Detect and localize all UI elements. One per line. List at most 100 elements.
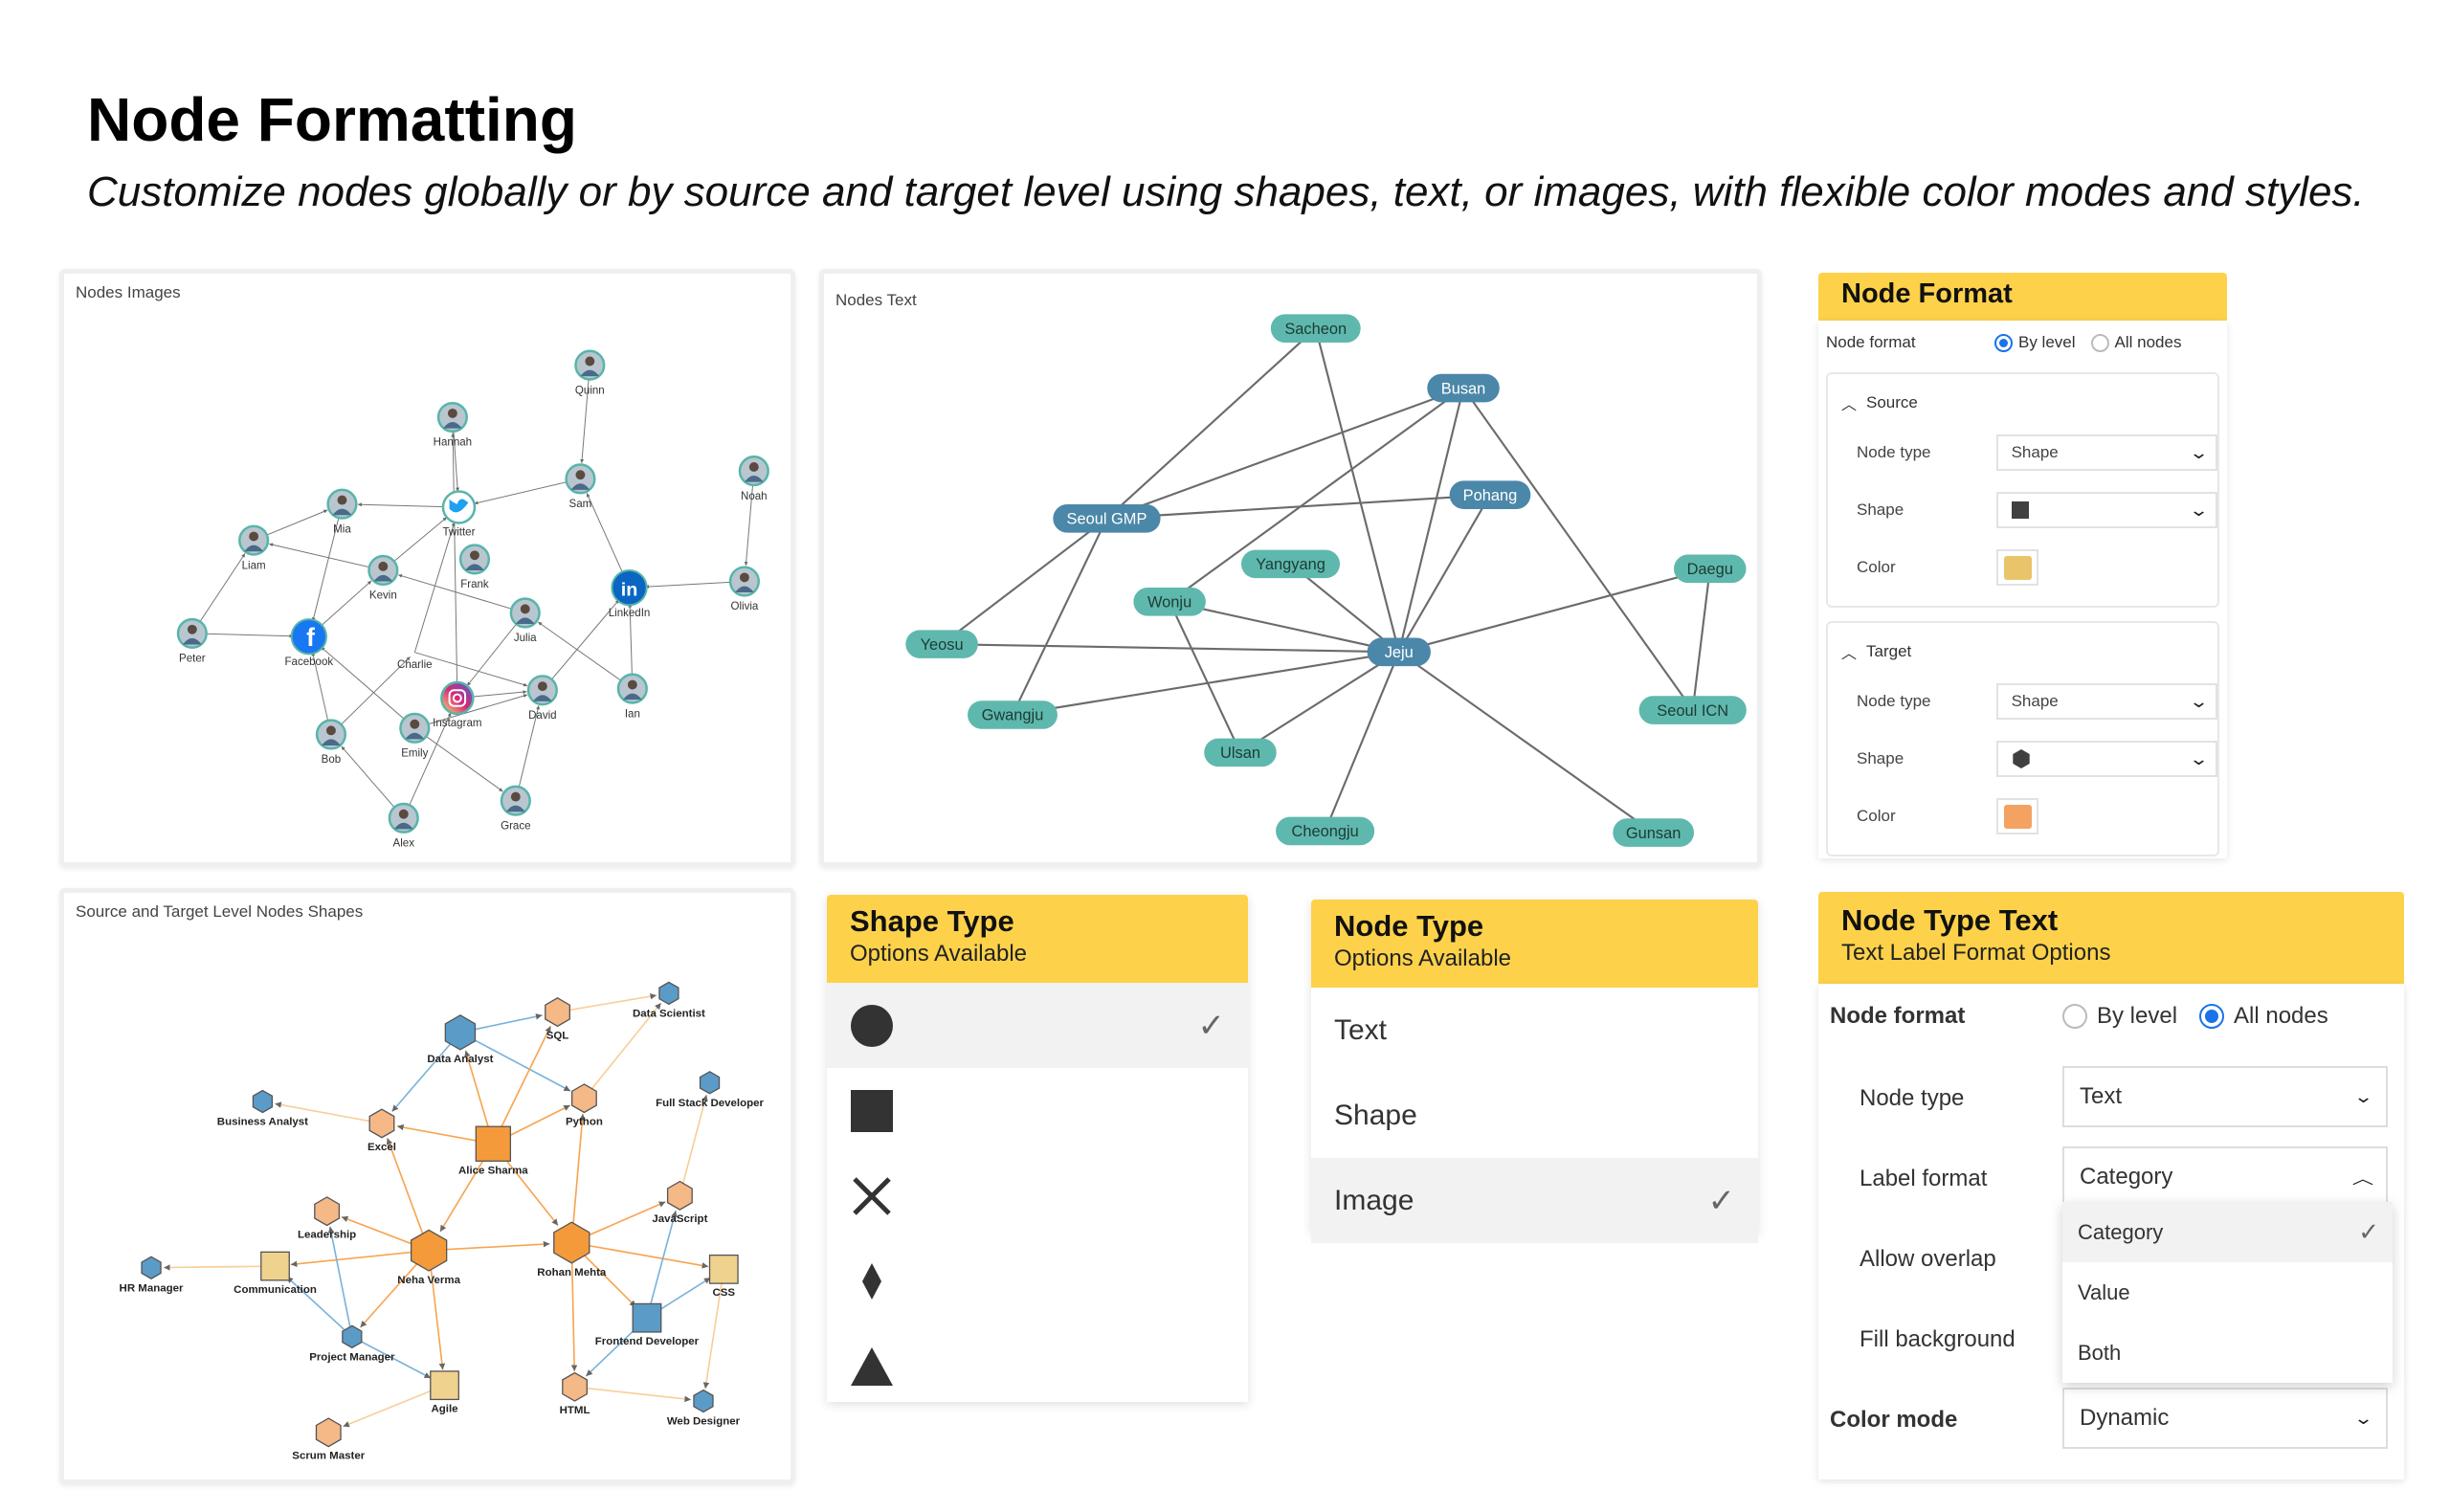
label-format-options: Category✓ Value Both — [2062, 1202, 2393, 1383]
graph-edge — [414, 694, 528, 729]
avatar-body — [515, 617, 535, 625]
radio-by-level[interactable]: By level — [2062, 997, 2177, 1035]
graph-node: Julia — [509, 597, 541, 644]
node-label: Twitter — [442, 527, 475, 539]
radio-by-level[interactable]: By level — [1994, 333, 2076, 352]
node-type-option-image[interactable]: Image✓ — [1311, 1158, 1758, 1243]
node-label: Busan — [1441, 380, 1486, 397]
node-pill — [1674, 554, 1747, 584]
graph-edge — [341, 745, 405, 819]
shape-option-cross[interactable] — [827, 1153, 1248, 1238]
graph-edge — [1691, 568, 1711, 711]
instagram-lens — [452, 693, 462, 703]
graph-edge — [1012, 518, 1108, 716]
shape-option-circle[interactable]: ✓ — [827, 983, 1248, 1068]
graph-edge — [290, 1249, 430, 1268]
radio-all-nodes[interactable]: All nodes — [2199, 997, 2328, 1035]
label-format-option-category[interactable]: Category✓ — [2062, 1202, 2393, 1262]
graph-edge — [537, 621, 634, 690]
cross-icon — [853, 1176, 891, 1215]
checkmark-icon: ✓ — [1197, 1007, 1226, 1044]
graph-node: Ulsan — [1204, 738, 1277, 767]
avatar-head — [748, 462, 759, 472]
graph-node: Frontend Developer — [595, 1302, 700, 1347]
graph-node: Cheongju — [1276, 816, 1375, 846]
node-type-option-shape[interactable]: Shape — [1311, 1073, 1758, 1158]
chevron-down-icon: ⌄ — [2188, 748, 2210, 768]
shape-option-triangle[interactable] — [827, 1323, 1248, 1409]
source-color-picker[interactable] — [1996, 549, 2038, 586]
graph-node: Full Stack Developer — [656, 1071, 764, 1109]
field-label: Fill background — [1860, 1326, 2016, 1352]
source-node-type-dropdown[interactable]: Shape⌄ — [1995, 434, 2217, 471]
graph-node: Grace — [500, 785, 531, 832]
graph-edge — [557, 992, 657, 1013]
graph-node: Seoul GMP — [1053, 504, 1161, 533]
panel-title: Source and Target Level Nodes Shapes — [76, 902, 364, 921]
circle-icon — [851, 1004, 893, 1047]
graph-edge — [580, 365, 590, 463]
avatar-head — [739, 572, 749, 583]
field-label: Label format — [1860, 1166, 1988, 1191]
radio-label: All nodes — [2234, 1003, 2328, 1029]
radio-label: By level — [2097, 1003, 2178, 1029]
node-label: Charlie — [397, 659, 433, 671]
node-label: Yeosu — [921, 636, 964, 654]
graph-node: Pohang — [1449, 480, 1531, 509]
node-pill — [1427, 373, 1500, 403]
graph-edge — [429, 1240, 550, 1252]
graph-edge — [1239, 651, 1400, 754]
source-header[interactable]: ︿Source — [1828, 382, 2217, 424]
avatar-head — [575, 470, 586, 480]
shape-option-square[interactable] — [827, 1068, 1248, 1153]
avatar-body — [373, 574, 393, 582]
graph-node: Olivia — [728, 566, 760, 612]
graph-edge — [1398, 567, 1711, 654]
graph-edge — [571, 1241, 709, 1269]
node-type-dropdown[interactable]: Text⌄ — [2062, 1066, 2388, 1127]
hexagon-node — [141, 1256, 162, 1279]
node-label: Scrum Master — [292, 1451, 365, 1462]
page-title: Node Formatting — [87, 85, 577, 154]
shape-type-subtitle: Options Available — [850, 941, 1028, 967]
option-label: Shape — [1334, 1099, 1417, 1131]
radio-all-nodes[interactable]: All nodes — [2090, 333, 2181, 352]
facebook-glyph: f — [306, 623, 315, 652]
field-label: Node type — [1857, 443, 1931, 461]
graph-node: Quinn — [574, 349, 606, 396]
target-shape-dropdown[interactable]: ⌄ — [1995, 741, 2217, 777]
graph-edge — [744, 471, 755, 567]
node-label: Grace — [501, 820, 530, 832]
graph-node: Data Analyst — [427, 1014, 494, 1065]
square-icon — [851, 1089, 893, 1132]
target-header[interactable]: ︿Target — [1828, 631, 2217, 673]
label-format-option-both[interactable]: Both — [2062, 1323, 2393, 1383]
node-pill — [1240, 549, 1341, 579]
graph-edge — [397, 573, 525, 613]
node-label: HR Manager — [120, 1282, 184, 1294]
chevron-down-icon: ⌄ — [2188, 691, 2210, 711]
shape-option-diamond[interactable] — [827, 1238, 1248, 1323]
label-format-option-value[interactable]: Value — [2062, 1262, 2393, 1323]
diamond-icon — [862, 1262, 881, 1300]
avatar-body — [580, 369, 600, 377]
label-format-dropdown[interactable]: Category︿ — [2062, 1146, 2388, 1208]
panel-title: Nodes Text — [835, 291, 917, 309]
node-type-option-text[interactable]: Text — [1311, 988, 1758, 1073]
source-shape-dropdown[interactable]: ⌄ — [1995, 492, 2217, 528]
node-label: Project Manager — [309, 1351, 395, 1363]
target-node-type-dropdown[interactable]: Shape⌄ — [1995, 683, 2217, 720]
node-pill — [905, 630, 978, 658]
node-label: Yangyang — [1256, 556, 1325, 573]
color-mode-dropdown[interactable]: Dynamic⌄ — [2062, 1388, 2388, 1449]
graph-node: Busan — [1427, 373, 1500, 403]
graph-node: Ian — [616, 673, 648, 720]
target-color-picker[interactable] — [1996, 798, 2038, 834]
graph-node: Instagram — [433, 680, 481, 729]
avatar-head — [537, 681, 547, 692]
graph-node: Frank — [458, 544, 491, 590]
radio-checked-icon — [2199, 1004, 2224, 1029]
